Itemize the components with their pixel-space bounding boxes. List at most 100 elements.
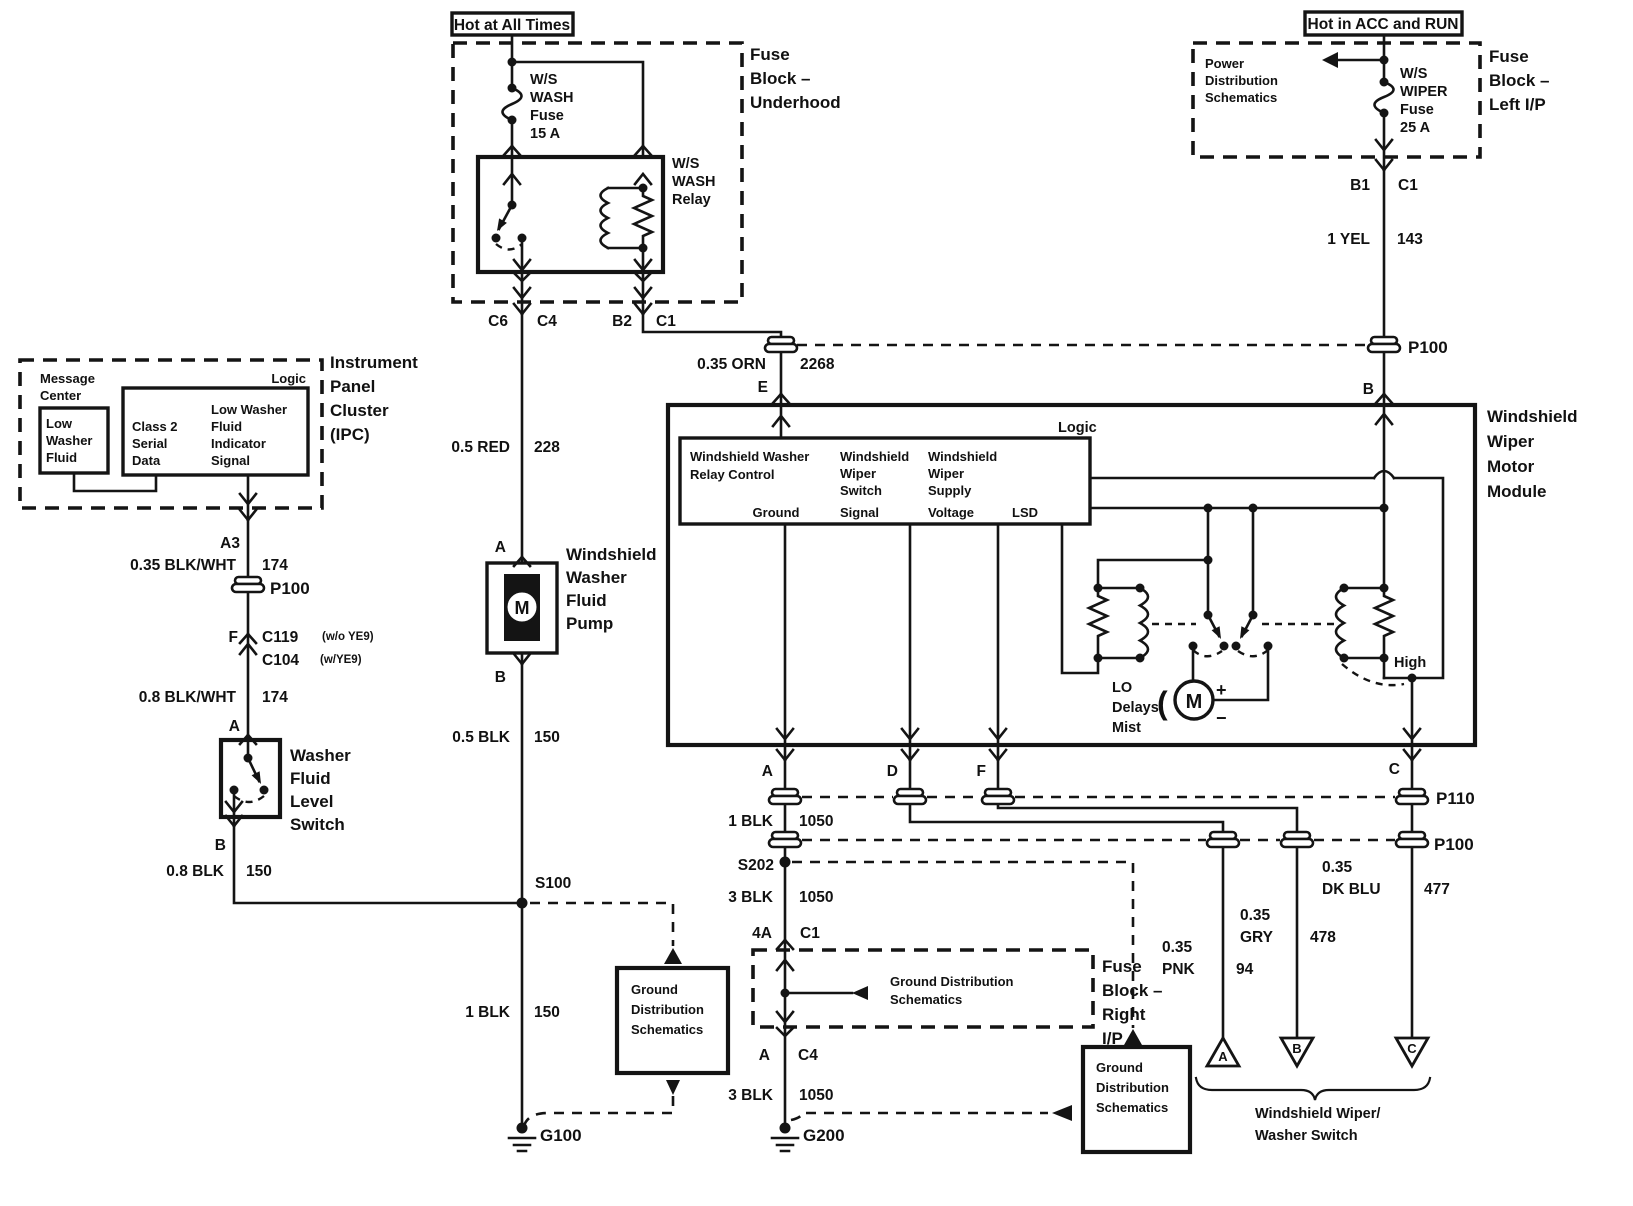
pin-b1: B1 [1350,177,1370,194]
wire-pnk-1: 0.35 [1162,939,1193,956]
logic-ground: Ground [753,505,800,520]
gds-left-2: Distribution [631,1002,704,1017]
logic-col3-3: Supply [928,483,972,498]
pin-c4: C4 [537,313,557,330]
c104-note: (w/YE9) [320,654,362,666]
wire-dkblu-1: 0.35 [1322,859,1353,876]
logic-col2-3: Switch [840,483,882,498]
wire-arrows [224,52,1422,1121]
lwf-signal-2: Fluid [211,419,242,434]
wire-035blkwht-gauge: 0.35 BLK/WHT [130,557,236,574]
splice-s202: S202 [738,857,774,874]
connector-p100-ipc [230,575,266,594]
fblip-name-3: Left I/P [1489,95,1546,114]
logic-col1-1: Windshield Washer [690,449,809,464]
pin-b2: B2 [612,313,632,330]
module-motor-plus: + [1216,680,1227,700]
wire-3blk-a-gauge: 3 BLK [728,889,774,906]
message-center-1: Message [40,371,95,386]
wire-05red-circuit: 228 [534,439,560,456]
low-washer-1: Low [46,416,73,431]
wire-08blk-gauge: 0.8 BLK [166,863,225,880]
logic-lsd: LSD [1012,505,1038,520]
module-name-3: Motor [1487,457,1535,476]
pin-a3: A3 [220,535,240,552]
connector-p110-a [767,787,803,806]
fblip-name-2: Block – [1489,71,1549,90]
module-motor-minus: − [1216,708,1227,728]
ground-symbol-g200 [770,1136,800,1153]
ipc-name-1: Instrument [330,353,418,372]
ipc-name-3: Cluster [330,401,389,420]
hot-in-acc-run-box [1303,10,1464,37]
fbrip-name-4: I/P [1102,1029,1123,1048]
logic-col3-2: Wiper [928,466,964,481]
power-dist-2: Distribution [1205,73,1278,88]
ground-g200: G200 [803,1126,845,1145]
washer-pump-box [485,561,559,655]
message-center-2: Center [40,388,81,403]
fuse-block-left-ip-box [1191,41,1482,159]
wiper-motor-module-box [665,402,1478,748]
reference-dashed-lines [233,243,1405,1127]
pump-name-3: Fluid [566,591,607,610]
ws-wash-fuse-4: 15 A [530,126,561,142]
pin-4a: 4A [752,925,772,942]
wiper-motor-symbol [1173,679,1215,721]
connector-p110-c [1394,787,1430,806]
connector-p100-gry [1279,830,1315,849]
logic-col1-2: Relay Control [690,467,775,482]
ground-distribution-right-box [1080,1044,1193,1155]
ws-wash-fuse-3: Fuse [530,108,564,124]
fbu-name-2: Block – [750,69,810,88]
connector-p100-top-right [1366,335,1402,354]
low-washer-3: Fluid [46,450,77,465]
low-washer-2: Washer [46,433,92,448]
module-high: High [1394,655,1426,671]
power-dist-1: Power [1205,56,1244,71]
power-dist-3: Schematics [1205,90,1277,105]
fuse-block-right-ip-box [751,948,1095,1029]
switch-pin-b: B [215,837,226,854]
c119-label: C119 [262,629,299,646]
class2-3: Data [132,453,161,468]
gds-right-2: Distribution [1096,1080,1169,1095]
gds-right-3: Schematics [1096,1100,1168,1115]
wfls-name-3: Level [290,792,333,811]
pump-pin-b: B [495,669,506,686]
terminal-a: A [1218,1049,1228,1064]
fbu-name-3: Underhood [750,93,841,112]
wire-orn-gauge: 0.35 ORN [697,356,766,373]
pin-a-c4-a: A [759,1047,770,1064]
wfls-name-2: Fluid [290,769,331,788]
ws-wiper-fuse-3: Fuse [1400,102,1434,118]
wws-label-1: Windshield Wiper/ [1255,1106,1380,1122]
pin-c1-bottom: C1 [800,925,820,942]
module-pin-d: D [887,763,898,780]
washer-fluid-level-switch-box [218,737,283,820]
p100-top-right-label: P100 [1408,338,1448,357]
pin-c1-top: C1 [656,313,676,330]
wfls-name-4: Switch [290,815,345,834]
pin-c1-right: C1 [1398,177,1418,194]
wire-08blkwht-circuit: 174 [262,689,288,706]
logic-col2-4: Signal [840,505,879,520]
module-pin-f: F [977,763,986,780]
wire-1blk1050-gauge: 1 BLK [728,813,774,830]
wire-3blk-b-circuit: 1050 [799,1087,833,1104]
wire-05blk-gauge: 0.5 BLK [452,729,511,746]
wws-label-2: Washer Switch [1255,1128,1358,1144]
p110-label: P110 [1436,789,1475,808]
terminal-c: C [1407,1041,1417,1056]
hot-in-acc-run-label: Hot in ACC and RUN [1308,16,1459,33]
pump-name-4: Pump [566,614,613,633]
wire-3blk-b-gauge: 3 BLK [728,1087,774,1104]
module-lo-3: Mist [1112,720,1141,736]
fbu-name-1: Fuse [750,45,790,64]
connector-p110-f [980,787,1016,806]
wire-035blkwht-circuit: 174 [262,557,288,574]
wire-05blk-circuit: 150 [534,729,560,746]
ipc-box [18,358,324,510]
